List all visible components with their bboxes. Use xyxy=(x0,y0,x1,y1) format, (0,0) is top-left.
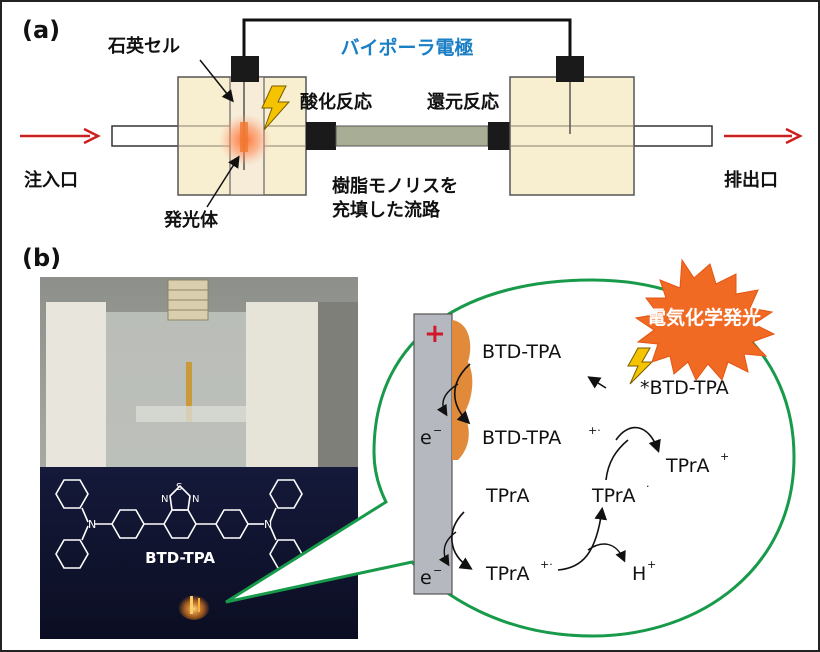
electron-1: e xyxy=(420,427,432,449)
nitrogen-right: N xyxy=(264,518,272,531)
inlet-tube xyxy=(111,125,181,147)
left-electrode-cap xyxy=(231,56,259,82)
species-tpra-plus-sup: + xyxy=(720,450,729,463)
bipolar-wire xyxy=(242,18,572,60)
electrode-bar xyxy=(413,313,453,595)
plus-sign: + xyxy=(424,319,446,349)
thiadiazole-ring xyxy=(169,484,191,511)
species-btd-tpa-cation: BTD-TPA xyxy=(482,427,561,449)
emitter-label: 発光体 xyxy=(163,209,219,231)
bond xyxy=(81,525,89,541)
nitrogen-ring: N xyxy=(161,494,168,505)
outlet-arrow-head xyxy=(785,127,803,145)
species-tpra-radical: TPrA xyxy=(591,485,636,507)
photo-glass-cell xyxy=(106,312,246,467)
species-h-plus: H xyxy=(632,563,646,585)
bond xyxy=(269,507,277,523)
tpra-oxidation-arrow xyxy=(451,511,473,570)
electron-release-arrow xyxy=(436,383,459,417)
right-electrode-cap xyxy=(556,56,584,82)
inlet-label: 注入口 xyxy=(24,169,78,191)
channel-label-2: 充填した流路 xyxy=(332,199,441,221)
oxidation-arrow xyxy=(454,363,471,425)
species-tpra-cation: TPrA xyxy=(485,563,530,585)
ecl-burst-shape xyxy=(634,258,776,381)
species-btd-tpa: BTD-TPA xyxy=(482,341,561,363)
emitter-pointer xyxy=(206,155,240,208)
channel-label-1: 樹脂モノリスを xyxy=(332,175,458,197)
nitrogen-ring: N xyxy=(192,494,199,505)
photo-block-left xyxy=(46,302,106,467)
right-cell-block xyxy=(509,76,635,196)
deprotonation-arrow xyxy=(557,506,608,571)
bipolar-electrode-label: バイポーラ電極 xyxy=(340,36,473,59)
electron-1-sup: − xyxy=(433,424,442,437)
channel-right-cap xyxy=(488,122,510,150)
bond xyxy=(269,525,277,541)
nitrogen-left: N xyxy=(88,518,96,531)
bond xyxy=(81,507,89,523)
phenyl-left-top xyxy=(55,479,89,509)
species-tpra-cation-sup: +· xyxy=(540,558,553,571)
reduction-label: 還元反応 xyxy=(427,91,499,113)
emission-photo-glow xyxy=(178,592,210,620)
electron-2: e xyxy=(420,567,432,589)
btd-tpa-structure xyxy=(55,479,303,569)
photo-channel xyxy=(136,406,246,422)
electron-release-arrow-2 xyxy=(438,531,457,567)
molecule-name: BTD-TPA xyxy=(145,549,215,567)
photo-edge xyxy=(318,302,358,467)
lightning-icon xyxy=(261,85,291,131)
inlet-arrow-head xyxy=(83,127,101,145)
device-photo xyxy=(40,277,358,467)
oxidation-label: 酸化反応 xyxy=(300,91,372,113)
monolith-channel xyxy=(335,125,489,147)
phenyl-right-top xyxy=(269,479,303,509)
electron-transfer-arrow xyxy=(615,426,661,454)
quartz-cell-label: 石英セル xyxy=(107,35,180,57)
species-tpra-radical-sup: · xyxy=(646,480,650,493)
outlet-tube xyxy=(633,125,713,147)
lightning-icon xyxy=(627,347,654,385)
emission-photo-streak xyxy=(190,596,193,614)
emission-core xyxy=(240,122,248,152)
btd-deposit xyxy=(452,320,473,460)
species-tpra: TPrA xyxy=(485,485,530,507)
emission-photo-streak xyxy=(198,598,200,612)
photo-block-right xyxy=(246,302,318,467)
species-tpra-plus: TPrA xyxy=(665,455,710,477)
ecl-burst-label: 電気化学発光 xyxy=(647,306,761,329)
excited-return-arrow xyxy=(587,376,607,389)
panel-a-label: (a) xyxy=(22,16,60,44)
species-btd-tpa-cation-sup: +· xyxy=(588,424,601,437)
electron-2-sup: − xyxy=(433,564,442,577)
species-h-plus-sup: + xyxy=(647,558,656,571)
photo-electrode xyxy=(186,362,192,422)
species-btd-tpa-excited: *BTD-TPA xyxy=(640,377,729,399)
proton-release-arrow xyxy=(587,543,626,563)
sulfur-atom: S xyxy=(176,482,182,493)
channel-left-cap xyxy=(306,122,336,150)
quartz-cell-pointer xyxy=(199,59,234,103)
electron-transfer-arrow-tail xyxy=(605,439,629,481)
outlet-label: 排出口 xyxy=(724,169,778,191)
phenyl-left-bottom xyxy=(55,539,89,569)
panel-b-label: (b) xyxy=(22,244,61,272)
